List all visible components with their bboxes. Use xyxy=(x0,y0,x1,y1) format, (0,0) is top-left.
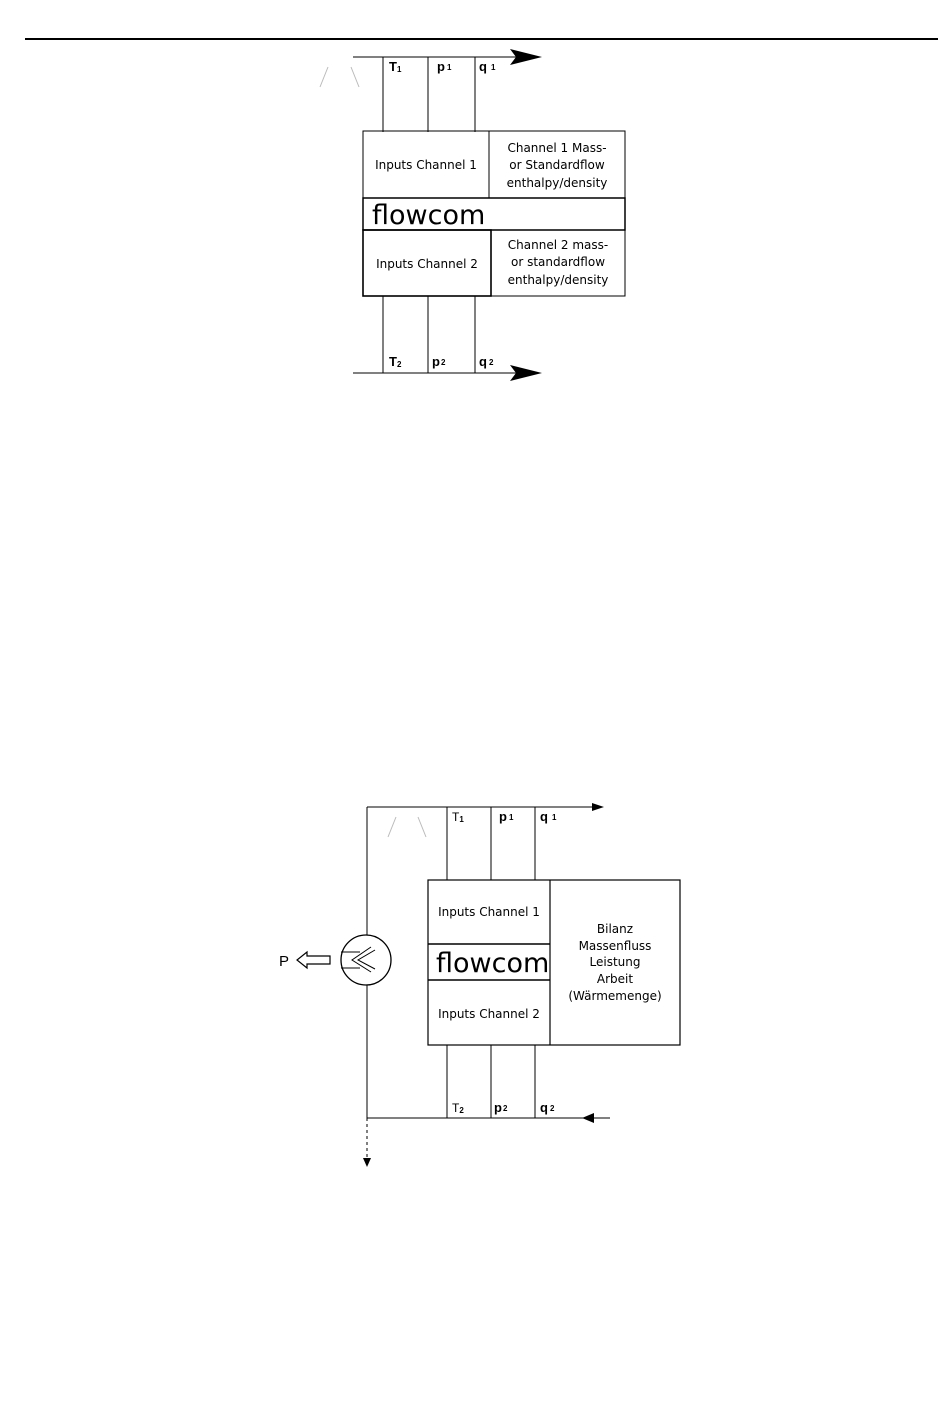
inputs-channel-1-text: Inputs Channel 1 xyxy=(375,158,477,172)
bilanz-line-2: Massenfluss xyxy=(579,939,652,953)
flowcom-title-1: flowcom xyxy=(372,200,485,231)
output-1-line-3: enthalpy/density xyxy=(507,176,608,190)
inputs2-channel-1-text: Inputs Channel 1 xyxy=(438,905,540,919)
label-t1: T1 xyxy=(389,59,402,74)
top-flow-arrow-2 xyxy=(592,803,604,811)
power-arrow xyxy=(297,952,330,968)
bottom-flow-arrow-2 xyxy=(582,1113,594,1123)
heat-exchanger-icon xyxy=(341,935,391,985)
output-1-line-2: or Standardflow xyxy=(509,158,605,172)
pipe-mark-1a xyxy=(320,67,328,87)
label2-p2: p2 xyxy=(494,1100,508,1115)
pipe-mark-2b xyxy=(418,817,426,837)
power-label: P xyxy=(279,953,289,970)
output-2-line-2: or standardflow xyxy=(511,255,605,269)
pipe-mark-1b xyxy=(351,67,359,87)
label-t2: T2 xyxy=(389,354,402,369)
label2-t2: T2 xyxy=(452,1101,464,1115)
label-p2: p2 xyxy=(432,354,446,369)
flowcom-title-2: flowcom xyxy=(436,948,549,979)
bilanz-line-1: Bilanz xyxy=(597,922,633,936)
bilanz-line-3: Leistung xyxy=(590,955,641,969)
down-arrow xyxy=(363,1158,371,1167)
output-2-line-3: enthalpy/density xyxy=(508,273,609,287)
bilanz-line-4: Arbeit xyxy=(597,972,633,986)
label2-t1: T1 xyxy=(452,810,464,824)
output-2-line-1: Channel 2 mass- xyxy=(508,238,608,252)
bilanz-line-5: (Wärmemenge) xyxy=(568,989,661,1003)
inputs2-channel-2-text: Inputs Channel 2 xyxy=(438,1007,540,1021)
pipe-mark-2a xyxy=(388,817,396,837)
output-1-line-1: Channel 1 Mass- xyxy=(507,141,606,155)
inputs-channel-2-text: Inputs Channel 2 xyxy=(376,257,478,271)
